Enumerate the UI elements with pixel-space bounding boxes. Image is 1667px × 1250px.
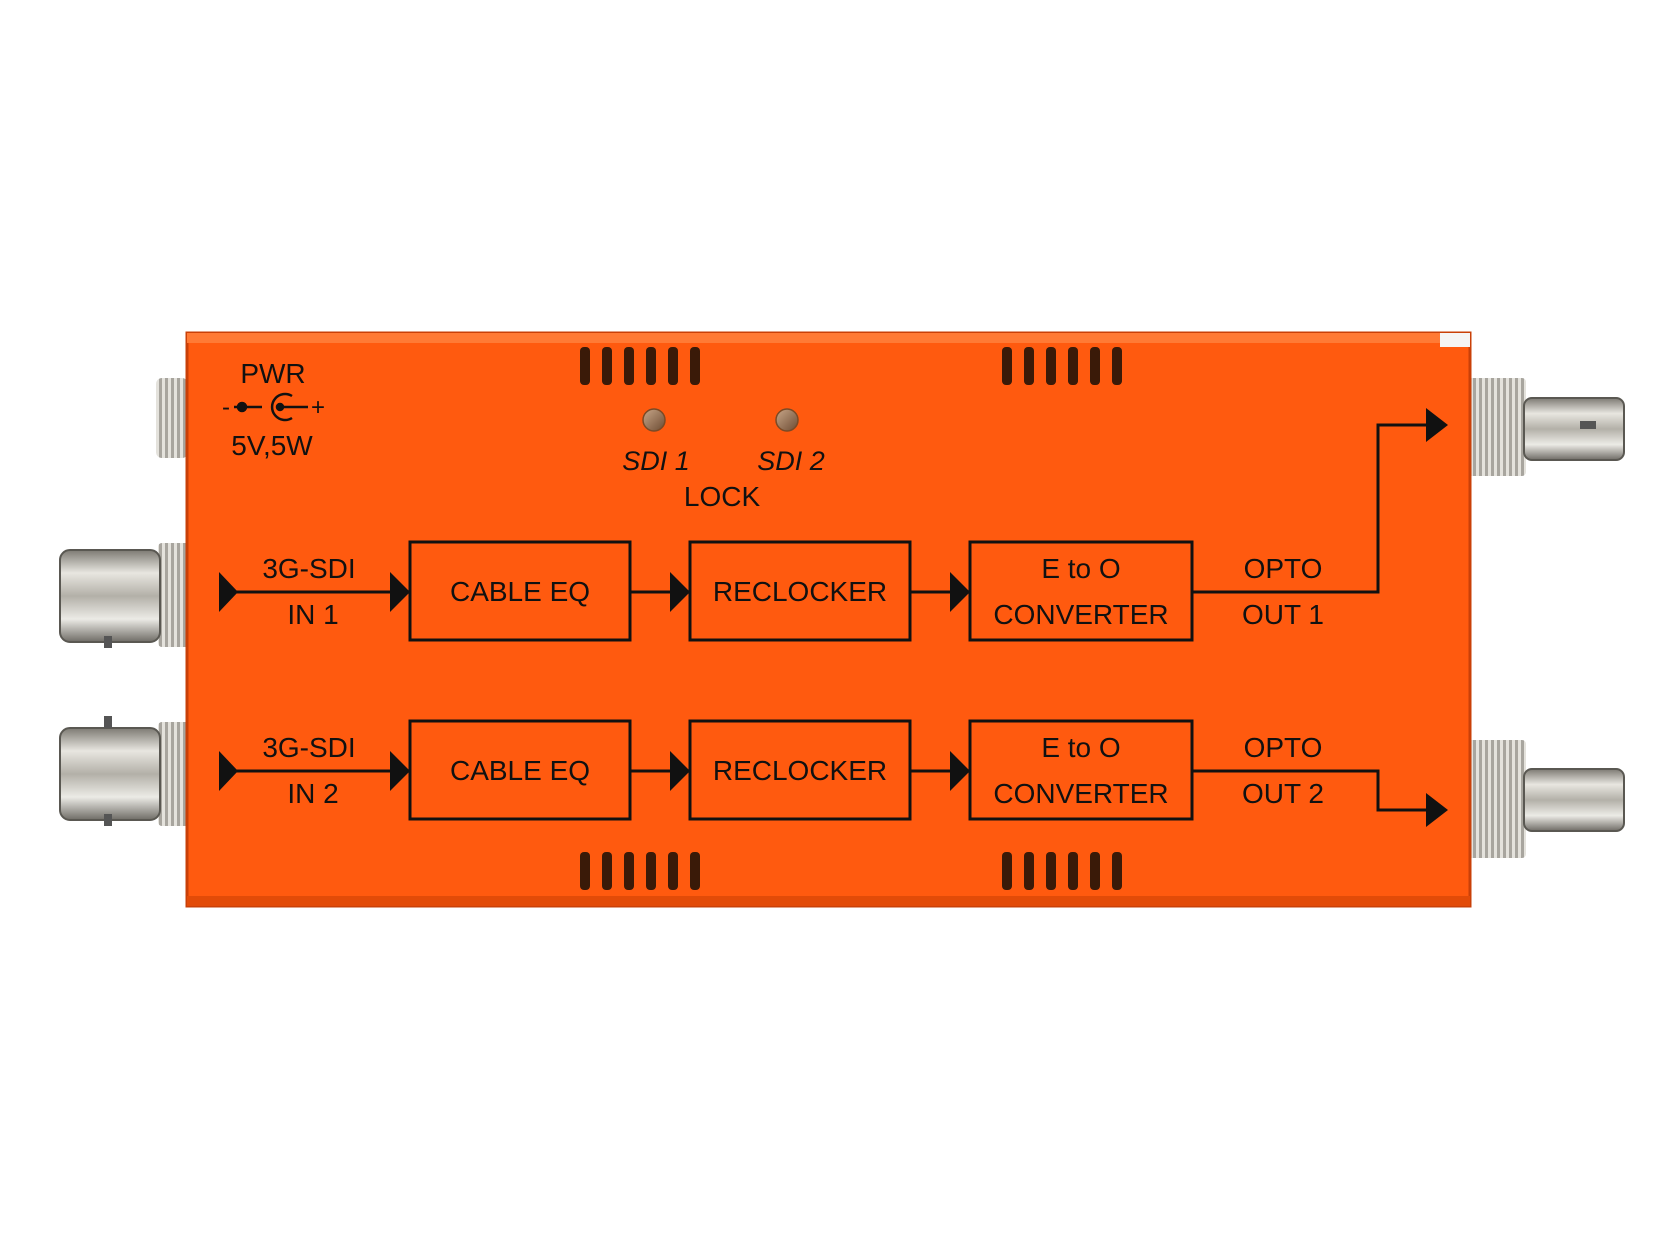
power-section: PWR - + 5V,5W: [222, 358, 325, 461]
vent-top-left: [580, 347, 700, 385]
ch1-input-line2: IN 1: [287, 599, 338, 630]
ch2-input-line1: 3G-SDI: [262, 732, 355, 763]
ch2-reclocker-label: RECLOCKER: [713, 755, 887, 786]
ch1-output-line1: OPTO: [1244, 553, 1323, 584]
led-sdi2: [775, 408, 799, 432]
channel-2-labels: 3G-SDI IN 2 CABLE EQ RECLOCKER E to O CO…: [262, 732, 1324, 809]
vent-top-right: [1002, 347, 1122, 385]
dc-polarity-icon: [234, 392, 308, 422]
ch1-input-line1: 3G-SDI: [262, 553, 355, 584]
ch2-output-line1: OPTO: [1244, 732, 1323, 763]
power-polarity-minus: -: [222, 394, 230, 421]
channel-1-diagram: [219, 408, 1448, 642]
ch2-conv-line1: E to O: [1041, 732, 1120, 763]
vent-bottom-right: [1002, 852, 1122, 890]
channel-2-diagram: [219, 719, 1448, 827]
ch1-reclocker-label: RECLOCKER: [713, 576, 887, 607]
lock-section: SDI 1 SDI 2 LOCK: [622, 408, 825, 512]
ch1-eq-label: CABLE EQ: [450, 576, 590, 607]
power-label: PWR: [240, 358, 305, 389]
channel-1-labels: 3G-SDI IN 1 CABLE EQ RECLOCKER E to O CO…: [262, 553, 1324, 630]
power-jack-connector: [156, 378, 188, 458]
bnc-input-2-connector: [59, 716, 190, 826]
power-polarity-plus: +: [311, 394, 325, 421]
led-sdi1-label: SDI 1: [622, 446, 690, 476]
ch2-conv-line2: CONVERTER: [993, 778, 1168, 809]
power-rating: 5V,5W: [231, 430, 313, 461]
ch2-output-line2: OUT 2: [1242, 778, 1324, 809]
led-sdi1: [642, 408, 666, 432]
bnc-input-1-connector: [59, 543, 190, 648]
ch1-conv-line2: CONVERTER: [993, 599, 1168, 630]
ch2-eq-label: CABLE EQ: [450, 755, 590, 786]
led-sdi2-label: SDI 2: [757, 446, 825, 476]
ch2-input-line2: IN 2: [287, 778, 338, 809]
bnc-output-2-connector: [1466, 740, 1625, 858]
enclosure: [185, 331, 1472, 908]
bnc-output-1-connector: [1466, 378, 1625, 476]
ch1-output-line2: OUT 1: [1242, 599, 1324, 630]
ch1-conv-line1: E to O: [1041, 553, 1120, 584]
lock-label: LOCK: [684, 481, 761, 512]
vent-bottom-left: [580, 852, 700, 890]
